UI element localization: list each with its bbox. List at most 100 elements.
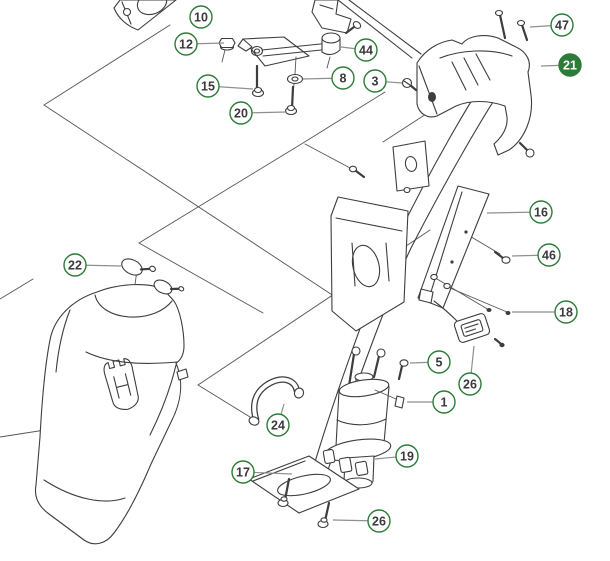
screw-47-right xyxy=(516,19,529,42)
callout-circle[interactable] xyxy=(558,53,582,77)
callout-47[interactable]: 47 xyxy=(529,13,574,37)
plug-stem xyxy=(139,267,152,271)
callout-number: 1 xyxy=(441,396,448,410)
husqvarna-logo xyxy=(103,358,139,410)
panel-box-part xyxy=(330,186,411,332)
callout-circle[interactable] xyxy=(537,243,561,267)
bracket-bar-bottom xyxy=(262,48,332,57)
callout-46[interactable]: 46 xyxy=(511,243,561,267)
callout-number: 17 xyxy=(236,466,250,480)
callout-19[interactable]: 19 xyxy=(374,444,419,468)
callout-17[interactable]: 17 xyxy=(231,460,293,484)
callout-21[interactable]: 21 xyxy=(540,53,582,77)
console-ridge xyxy=(439,50,513,59)
callout-circle[interactable] xyxy=(229,101,253,125)
callout-circle[interactable] xyxy=(196,74,220,98)
box-slot xyxy=(351,242,356,287)
callout-number: 19 xyxy=(400,450,414,464)
hose-outline xyxy=(251,376,301,423)
callout-44[interactable]: 44 xyxy=(340,38,378,62)
screw-part-20 xyxy=(284,85,298,116)
meter-window xyxy=(460,319,484,337)
callout-26[interactable]: 26 xyxy=(458,345,482,396)
callout-circle[interactable] xyxy=(367,509,391,533)
tab-plate xyxy=(392,140,430,192)
callout-3[interactable]: 3 xyxy=(363,69,403,93)
pin-axis xyxy=(374,389,397,400)
callout-circle[interactable] xyxy=(174,32,198,56)
callout-number: 26 xyxy=(463,378,477,392)
callout-22[interactable]: 22 xyxy=(63,253,122,277)
hose-fitting xyxy=(248,416,260,426)
screw-part-46 xyxy=(493,250,511,264)
screw-pair-18 xyxy=(430,273,511,315)
callout-circle[interactable] xyxy=(432,390,456,414)
meter-module-26 xyxy=(433,300,505,348)
callout-8[interactable]: 8 xyxy=(302,66,355,90)
cover-top-seam xyxy=(94,294,173,318)
callout-5[interactable]: 5 xyxy=(409,350,451,374)
callout-circle[interactable] xyxy=(231,460,255,484)
plate-16-hole xyxy=(464,230,468,234)
callout-number: 26 xyxy=(372,515,386,529)
callout-number: 5 xyxy=(436,356,443,370)
fragment-hole xyxy=(136,0,168,16)
bottom-plate-17 xyxy=(248,455,360,529)
callout-number: 21 xyxy=(563,59,577,73)
explosion-line xyxy=(0,278,34,300)
plug-cap xyxy=(153,279,173,295)
callout-circle[interactable] xyxy=(550,13,574,37)
upper-chassis-fragment xyxy=(113,0,177,31)
callout-16[interactable]: 16 xyxy=(486,200,553,224)
steering-shaft xyxy=(337,0,422,59)
callout-circle[interactable] xyxy=(395,444,419,468)
hose-part-24 xyxy=(248,376,305,426)
motor-top xyxy=(338,378,390,398)
fragment-screw xyxy=(122,7,132,17)
bracket-foot xyxy=(237,38,253,52)
right-bracket xyxy=(311,0,352,34)
lower-cover-part xyxy=(34,284,189,545)
meter-housing xyxy=(453,313,491,343)
console-vents xyxy=(451,53,491,91)
callout-20[interactable]: 20 xyxy=(229,101,288,125)
callout-circle[interactable] xyxy=(63,253,87,277)
washer-part-8 xyxy=(286,56,304,105)
motor-bolt xyxy=(347,346,361,388)
callout-circle[interactable] xyxy=(363,69,387,93)
callout-15[interactable]: 15 xyxy=(196,74,254,98)
console-body xyxy=(416,35,533,156)
callout-24[interactable]: 24 xyxy=(266,403,290,437)
bracket-slot-inner xyxy=(253,48,261,54)
callout-circle[interactable] xyxy=(529,200,553,224)
callout-circle[interactable] xyxy=(189,5,213,29)
console-bottom-screw xyxy=(518,141,535,158)
explosion-line xyxy=(43,24,353,309)
explosion-line xyxy=(0,429,46,438)
callout-26[interactable]: 26 xyxy=(332,509,391,533)
callout-circle[interactable] xyxy=(427,350,451,374)
callout-circle[interactable] xyxy=(354,38,378,62)
motor-band xyxy=(336,418,387,426)
logo-shield xyxy=(103,358,139,410)
right-bracket-seam xyxy=(319,4,334,10)
small-plate xyxy=(418,288,434,304)
callout-circle[interactable] xyxy=(458,372,482,396)
cover-right-seam xyxy=(149,364,177,436)
box-body xyxy=(330,196,409,332)
callout-circle[interactable] xyxy=(331,66,355,90)
callout-circle[interactable] xyxy=(554,300,578,324)
callout-number: 44 xyxy=(359,44,373,58)
callout-circle[interactable] xyxy=(266,413,290,437)
callout-1[interactable]: 1 xyxy=(407,390,456,414)
console-cover-part xyxy=(401,9,535,158)
callout-18[interactable]: 18 xyxy=(512,300,578,324)
screw-18 xyxy=(443,282,511,315)
callout-10[interactable]: 10 xyxy=(189,5,213,29)
hose-fill xyxy=(252,377,299,421)
callout-12[interactable]: 12 xyxy=(174,32,225,56)
screw-part-26-lower xyxy=(317,501,331,529)
screw-47-left xyxy=(494,9,507,40)
cover-left-seam xyxy=(55,309,71,373)
explosion-line xyxy=(138,91,386,314)
